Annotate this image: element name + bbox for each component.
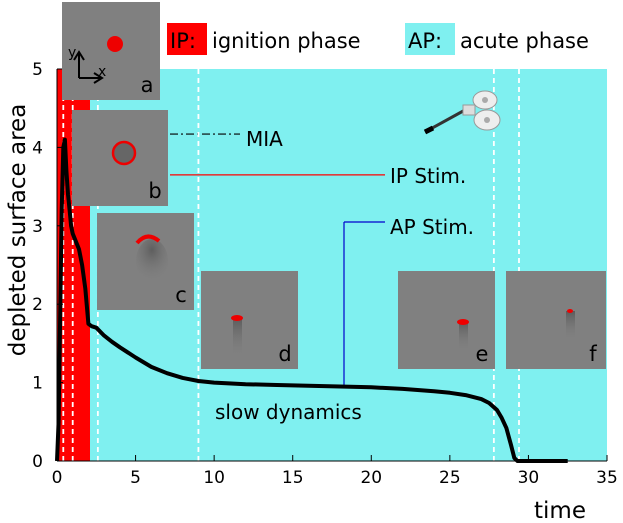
snapshot-label-b: b [148,179,161,203]
snapshot-panel-c: c [97,213,194,310]
snapshot-spot-f [567,309,573,313]
snapshot-spot-a [107,36,123,52]
snapshot-bg-a [62,2,160,100]
snapshot-spot-c [135,234,161,245]
snapshot-spot-e [457,319,469,325]
legend: IP: ignition phase AP: acute phase [167,23,589,55]
y-tick-label-1: 1 [32,374,43,394]
snapshot-label-c: c [175,283,187,307]
x-tick-label-15: 15 [282,468,304,488]
legend-label-ip: ignition phase [212,29,361,53]
snapshot-tail-e [459,322,468,352]
y-axis-label: depleted surface area [5,104,31,357]
series-line-0 [55,137,568,463]
y-tick-label-2: 2 [32,295,43,315]
snapshot-label-a: a [141,73,154,97]
legend-swatch-ap [405,23,455,55]
snapshot-spot-d [231,315,243,321]
axes-indicator: yx [68,45,106,84]
snapshot-panel-d: d [201,271,298,369]
x-tick-label-35: 35 [596,468,618,488]
series-group [55,137,568,463]
legend-label-ap: acute phase [460,29,589,53]
threshold-lines: MIA IP Stim. AP Stim. [170,127,474,389]
x-arrow-head-icon [93,72,104,84]
snapshot-bg-d [201,271,298,369]
x-tick-label-30: 30 [518,468,540,488]
snapshot-bg-e [398,271,495,369]
y-tick-label-0: 0 [32,452,43,472]
x-axis-label: time [534,498,586,523]
x-tick-label-0: 0 [52,468,63,488]
y-tick-label-4: 4 [32,138,43,158]
snapshot-panel-f: f [506,271,606,369]
threshold-label-1: IP Stim. [390,164,466,188]
threshold-label-0: MIA [246,127,283,151]
snapshot-label-f: f [589,342,597,366]
x-tick-label-25: 25 [439,468,461,488]
snapshot-panel-a: a [62,2,160,100]
legend-key-ip: IP: [170,29,196,53]
y-tick-label-5: 5 [32,60,43,80]
axis-x-letter: x [98,64,106,80]
snapshot-tail-c [136,239,168,283]
x-tick-label-20: 20 [360,468,382,488]
snapshot-panel-b: b [72,110,168,206]
snapshot-spot-b [111,140,137,166]
axes: 0 5 10 15 20 25 30 35 0 1 2 3 4 5 time depleted surface… [5,60,618,523]
slow-dynamics-annotation: slow dynamics [215,400,362,424]
y-tick-label-3: 3 [32,217,43,237]
snapshot-panel-e: e [398,271,495,369]
axis-y-letter: y [68,45,76,61]
y-arrow-head-icon [73,50,85,61]
snapshot-tail-f [566,311,575,341]
snapshot-label-d: d [278,342,291,366]
threshold-label-2: AP Stim. [390,215,474,239]
x-tick-label-5: 5 [130,468,141,488]
snapshot-bg-f [506,271,606,369]
snapshot-tail-d [233,318,242,358]
x-tick-label-10: 10 [203,468,225,488]
snapshot-label-e: e [476,342,489,366]
legend-key-ap: AP: [408,29,442,53]
legend-swatch-ip [167,23,207,55]
wind-up-key-icon [423,90,501,135]
